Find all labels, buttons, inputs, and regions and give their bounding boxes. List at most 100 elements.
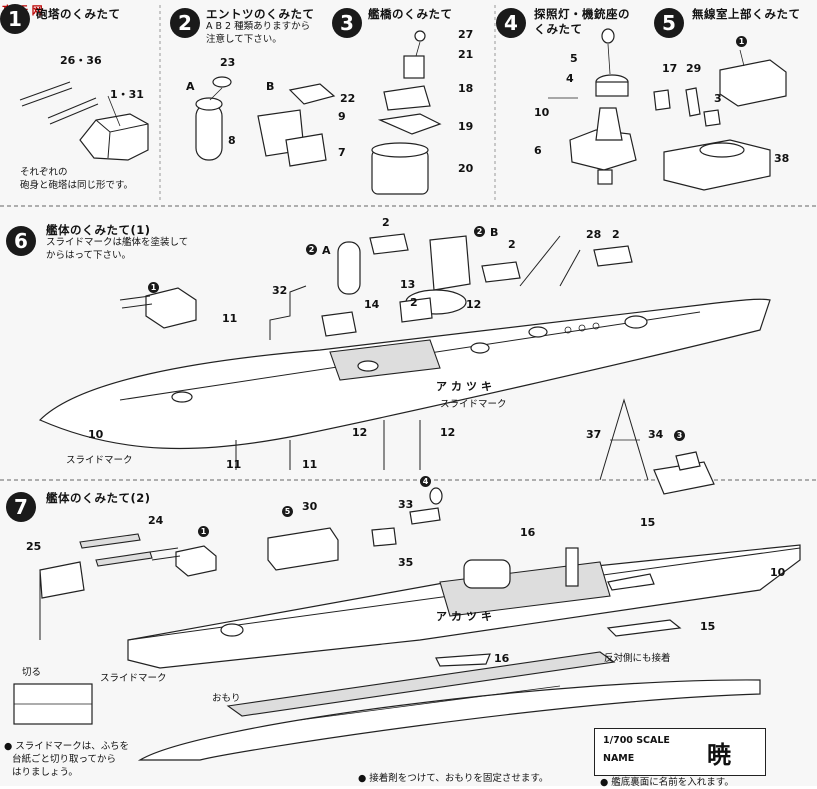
searchlight-drawing [548, 28, 637, 185]
step-4-number: 4 [496, 8, 526, 38]
ref-marker: 1 [736, 36, 747, 47]
part-label: 33 [398, 498, 414, 511]
part-label: 16 [494, 652, 510, 665]
part-label: 12 [440, 426, 456, 439]
step-7-title: 艦体のくみたて(2) [46, 491, 151, 505]
step-5-title: 無線室上部くみたて [692, 7, 801, 21]
step-6-number: 6 [6, 226, 36, 256]
part-label: 9 [338, 110, 346, 123]
ref-marker: 1 [148, 282, 159, 293]
omori-label: おもり [212, 693, 241, 704]
part-label: 2 [382, 216, 390, 229]
part-label: 11 [222, 312, 238, 325]
hull-1-drawing [38, 233, 771, 495]
step-6-note-line-2: からはって下さい。 [46, 250, 132, 261]
ref-marker: 5 [282, 506, 293, 517]
step-5-number: 5 [654, 8, 684, 38]
reverse-side-note: 反対側にも接着 [604, 653, 671, 664]
part-label: 12 [352, 426, 368, 439]
name-label: NAME [603, 753, 635, 764]
cut-label: 切る [22, 667, 42, 678]
part-label: 6 [534, 144, 542, 157]
slide-mark-label: スライドマーク [440, 399, 507, 410]
step-1-number: 1 [0, 4, 30, 34]
part-label: 21 [458, 48, 474, 61]
flag-note-line-2: 台紙ごと切り取ってから [12, 754, 117, 765]
part-label: 15 [640, 516, 656, 529]
part-label: 3 [714, 92, 722, 105]
part-label: 8 [228, 134, 236, 147]
part-label: 12 [466, 298, 482, 311]
step-6-title: 艦体のくみたて(1) [46, 223, 151, 237]
radio-room-drawing [653, 49, 787, 191]
turret-drawing [19, 81, 149, 161]
ship-name: 暁 [707, 740, 731, 769]
ref-marker: 2 [306, 244, 317, 255]
name-plate: 1/700 SCALE NAME 暁 [594, 728, 766, 776]
part-label: 15 [700, 620, 716, 633]
step-2-title: エントツのくみたて [206, 7, 315, 21]
callout-a: A [322, 244, 331, 257]
scale-label: 1/700 SCALE [603, 735, 670, 746]
part-label: 26・36 [60, 54, 102, 67]
part-label: 20 [458, 162, 474, 175]
variant-label-a: A [186, 80, 195, 93]
hull-name: アカツキ [436, 610, 496, 623]
part-label: 11 [226, 458, 242, 471]
part-label: 38 [774, 152, 790, 165]
step-4-title-line-1: 探照灯・機銃座の [534, 7, 630, 21]
ref-marker: 3 [674, 430, 685, 441]
part-label: 32 [272, 284, 288, 297]
funnel-drawing [195, 76, 336, 167]
part-label: 5 [570, 52, 578, 65]
slide-mark-label: スライドマーク [100, 673, 167, 684]
step-6-note-line-1: スライドマークは艦体を塗装して [46, 237, 189, 248]
part-label: 17 [662, 62, 678, 75]
step-3-title: 艦橋のくみたて [368, 7, 453, 21]
part-label: 30 [302, 500, 318, 513]
part-label: 18 [458, 82, 474, 95]
bridge-drawing [371, 30, 442, 195]
hull-2-drawing [13, 487, 801, 761]
part-label: 4 [566, 72, 574, 85]
step-3-number: 3 [332, 8, 362, 38]
step-1-title: 砲塔のくみたて [36, 7, 121, 21]
hull-number: 10 [770, 566, 786, 579]
step-2-note-line-1: A B 2 種類ありますから [206, 21, 311, 32]
part-label: 11 [302, 458, 318, 471]
part-label: 2 [410, 296, 418, 309]
part-label: 35 [398, 556, 414, 569]
part-label: 22 [340, 92, 356, 105]
flag-note-line-1: ● スライドマークは、ふちを [4, 741, 130, 752]
step-2-number: 2 [170, 8, 200, 38]
part-label: 19 [458, 120, 474, 133]
step-1-note-line-1: それぞれの [20, 167, 68, 178]
part-label: 28 [586, 228, 602, 241]
step-1-note-line-2: 砲身と砲塔は同じ形です。 [20, 180, 134, 191]
part-label: 7 [338, 146, 346, 159]
part-label: 24 [148, 514, 164, 527]
variant-label-b: B [266, 80, 275, 93]
hull-name: アカツキ [436, 380, 496, 393]
step-2-note-line-2: 注意して下さい。 [206, 34, 282, 45]
part-label: 1・31 [110, 88, 144, 101]
part-label: 23 [220, 56, 236, 69]
part-label: 13 [400, 278, 416, 291]
ref-marker: 4 [420, 476, 431, 487]
hull-number: 10 [88, 428, 104, 441]
step-4-title-line-2: くみたて [534, 22, 583, 36]
part-label: 2 [612, 228, 620, 241]
part-label: 29 [686, 62, 702, 75]
part-label: 37 [586, 428, 602, 441]
part-label: 16 [520, 526, 536, 539]
bottom-note-1: ● 接着剤をつけて、おもりを固定させます。 [358, 773, 549, 784]
part-label: 2 [508, 238, 516, 251]
part-label: 34 [648, 428, 664, 441]
part-label: 10 [534, 106, 550, 119]
flag-note-line-3: はりましょう。 [12, 767, 78, 778]
slide-mark-label: スライドマーク [66, 455, 133, 466]
callout-b: B [490, 226, 499, 239]
ref-marker: 1 [198, 526, 209, 537]
